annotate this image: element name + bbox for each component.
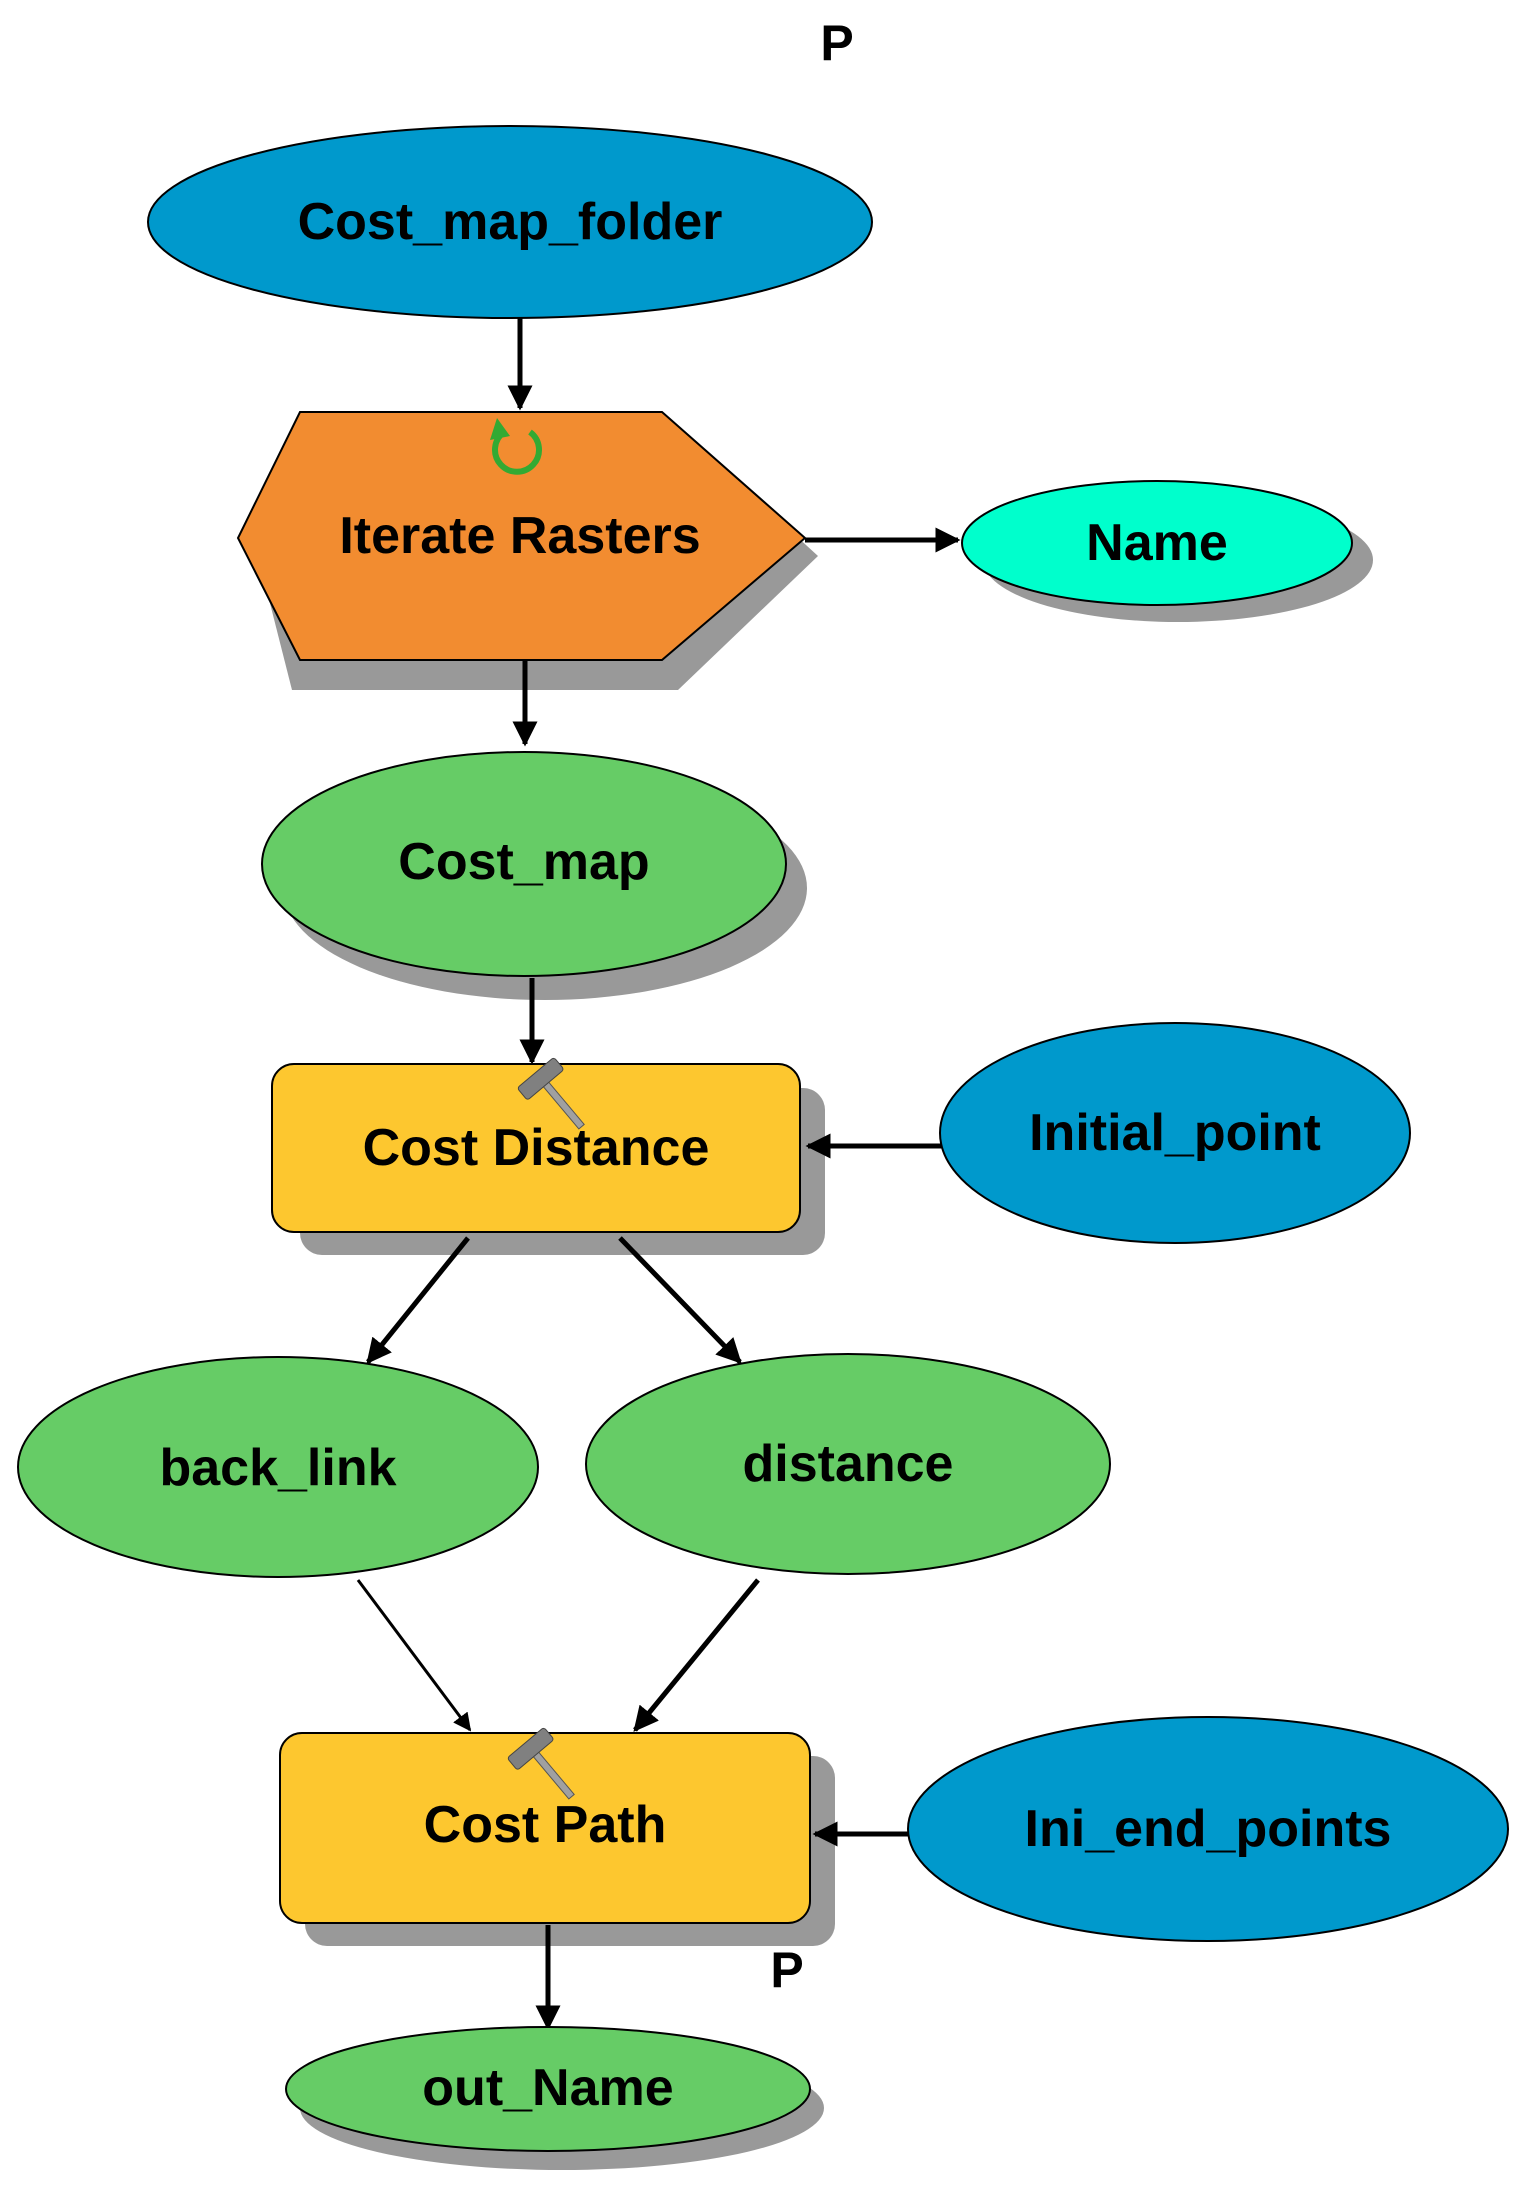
node-cost-map-shape <box>261 751 787 977</box>
node-out-name-shape <box>285 2026 811 2152</box>
node-ini-end-points-label: Ini_end_points <box>1025 1800 1392 1858</box>
parameter-marker-output: P <box>770 1942 803 1998</box>
node-out-name-label: out_Name <box>422 2059 673 2117</box>
node-ini-end-points-shape <box>907 1716 1509 1942</box>
node-name-label: Name <box>1086 514 1228 572</box>
connector-cost-distance-to-back-link <box>366 1236 470 1364</box>
node-cost-path-label: Cost Path <box>424 1796 667 1854</box>
node-name-shape <box>961 480 1353 606</box>
node-cost-distance-shape <box>271 1063 801 1233</box>
node-back-link-label: back_link <box>159 1439 396 1497</box>
node-iterate-rasters-label: Iterate Rasters <box>339 507 700 565</box>
connector-cost-distance-to-distance <box>618 1236 742 1364</box>
node-out-name[interactable]: out_Name <box>285 2026 811 2152</box>
connector-back-link-to-cost-path <box>356 1579 472 1732</box>
hammer-icon <box>517 1057 585 1130</box>
iterate-icon <box>490 418 542 475</box>
node-initial-point-shape <box>939 1022 1411 1244</box>
connector-distance-to-cost-path <box>633 1578 760 1732</box>
node-cost-map[interactable]: Cost_map <box>261 751 787 977</box>
node-initial-point[interactable]: Initial_point <box>939 1022 1411 1244</box>
node-iterate-rasters-shape <box>236 411 807 661</box>
node-ini-end-points[interactable]: Ini_end_points <box>907 1716 1509 1942</box>
node-cost-distance[interactable]: Cost Distance <box>271 1057 801 1233</box>
connectors <box>356 318 961 2031</box>
node-back-link-shape <box>17 1356 539 1578</box>
parameter-marker-top: P <box>820 15 853 71</box>
node-cost-map-folder-label: Cost_map_folder <box>298 193 723 251</box>
node-distance-shape <box>585 1353 1111 1575</box>
node-cost-map-folder-shape <box>147 125 873 319</box>
node-back-link[interactable]: back_link <box>17 1356 539 1578</box>
node-cost-map-label: Cost_map <box>398 833 649 891</box>
node-distance-label: distance <box>743 1435 954 1493</box>
hammer-icon <box>507 1727 575 1800</box>
node-cost-map-folder[interactable]: Cost_map_folder <box>147 125 873 319</box>
node-cost-path[interactable]: Cost Path <box>279 1727 811 1924</box>
node-initial-point-label: Initial_point <box>1029 1104 1321 1162</box>
node-distance[interactable]: distance <box>585 1353 1111 1575</box>
node-name[interactable]: Name <box>961 480 1353 606</box>
node-iterate-rasters[interactable]: Iterate Rasters <box>236 411 807 661</box>
node-cost-distance-label: Cost Distance <box>363 1119 710 1177</box>
